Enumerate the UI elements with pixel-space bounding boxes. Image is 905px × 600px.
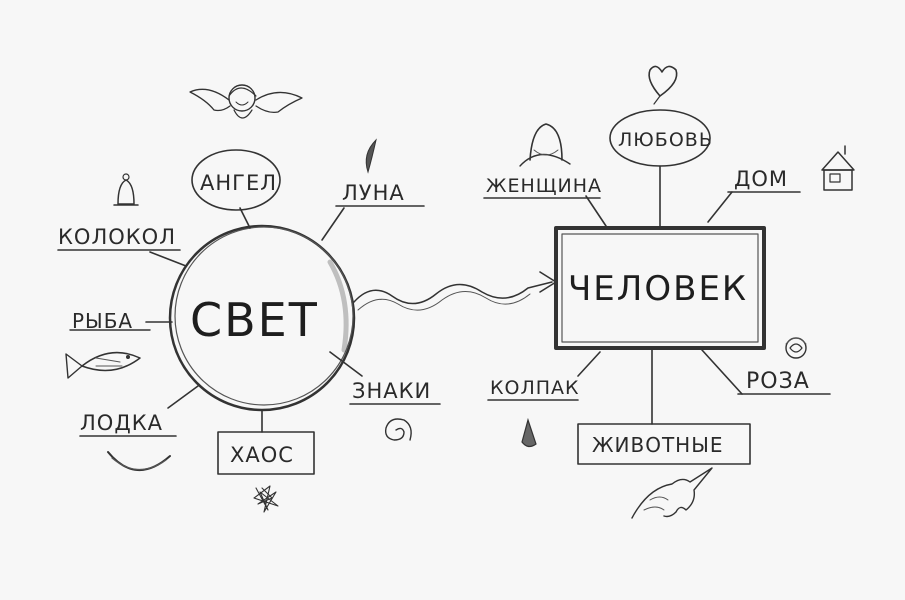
heart-icon	[648, 65, 678, 105]
branch-cap: КОЛПАК	[487, 377, 580, 401]
branch-woman-label: ЖЕНЩИНА	[486, 175, 602, 197]
branch-woman: ЖЕНЩИНА	[483, 175, 602, 199]
hub-chelovek-label: ЧЕЛОВЕК	[568, 269, 748, 309]
branch-rose-label: РОЗА	[746, 369, 810, 394]
branch-bell-label: КОЛОКОЛ	[58, 225, 176, 249]
branch-moon-label: ЛУНА	[342, 181, 405, 205]
branch-animals: ЖИВОТНЫЕ	[577, 423, 751, 465]
house-icon	[821, 145, 855, 191]
branch-cap-label: КОЛПАК	[490, 377, 580, 399]
branch-angel-label: АНГЕЛ	[200, 171, 277, 195]
branch-house-label: ДОМ	[734, 167, 788, 191]
branch-chaos: ХАОС	[217, 431, 315, 475]
boat-icon	[107, 451, 171, 472]
branch-signs-label: ЗНАКИ	[352, 379, 431, 403]
hub-svet: СВЕТ	[168, 224, 356, 412]
branch-moon: ЛУНА	[335, 181, 425, 207]
angel-icon	[189, 84, 303, 119]
woman-icon	[519, 123, 571, 167]
branch-angel: АНГЕЛ	[191, 149, 281, 211]
branch-fish-label: РЫБА	[72, 309, 133, 333]
hub-svet-label: СВЕТ	[190, 293, 319, 347]
branch-signs: ЗНАКИ	[349, 379, 441, 405]
unicorn-icon	[631, 467, 713, 519]
branch-rose: РОЗА	[737, 369, 831, 395]
branch-love: ЛЮБОВЬ	[609, 109, 713, 167]
moon-icon	[365, 138, 377, 174]
hub-chelovek: ЧЕЛОВЕК	[554, 226, 766, 350]
svet-connectors	[145, 207, 363, 433]
connection-arrow	[353, 271, 557, 311]
branch-chaos-label: ХАОС	[230, 443, 294, 467]
branch-fish: РЫБА	[69, 309, 151, 333]
fish-icon	[65, 351, 141, 379]
cap-icon	[521, 417, 537, 448]
bell-icon	[113, 173, 139, 206]
branch-boat-label: ЛОДКА	[80, 411, 163, 435]
chelovek-connectors	[577, 165, 743, 425]
chaos-scribble-icon	[253, 485, 279, 513]
branch-house: ДОМ	[727, 167, 801, 193]
branch-bell: КОЛОКОЛ	[57, 225, 181, 251]
spiral-icon	[384, 418, 412, 441]
branch-animals-label: ЖИВОТНЫЕ	[592, 433, 724, 457]
branch-love-label: ЛЮБОВЬ	[618, 129, 713, 151]
branch-boat: ЛОДКА	[79, 411, 177, 437]
rose-icon	[785, 337, 807, 359]
